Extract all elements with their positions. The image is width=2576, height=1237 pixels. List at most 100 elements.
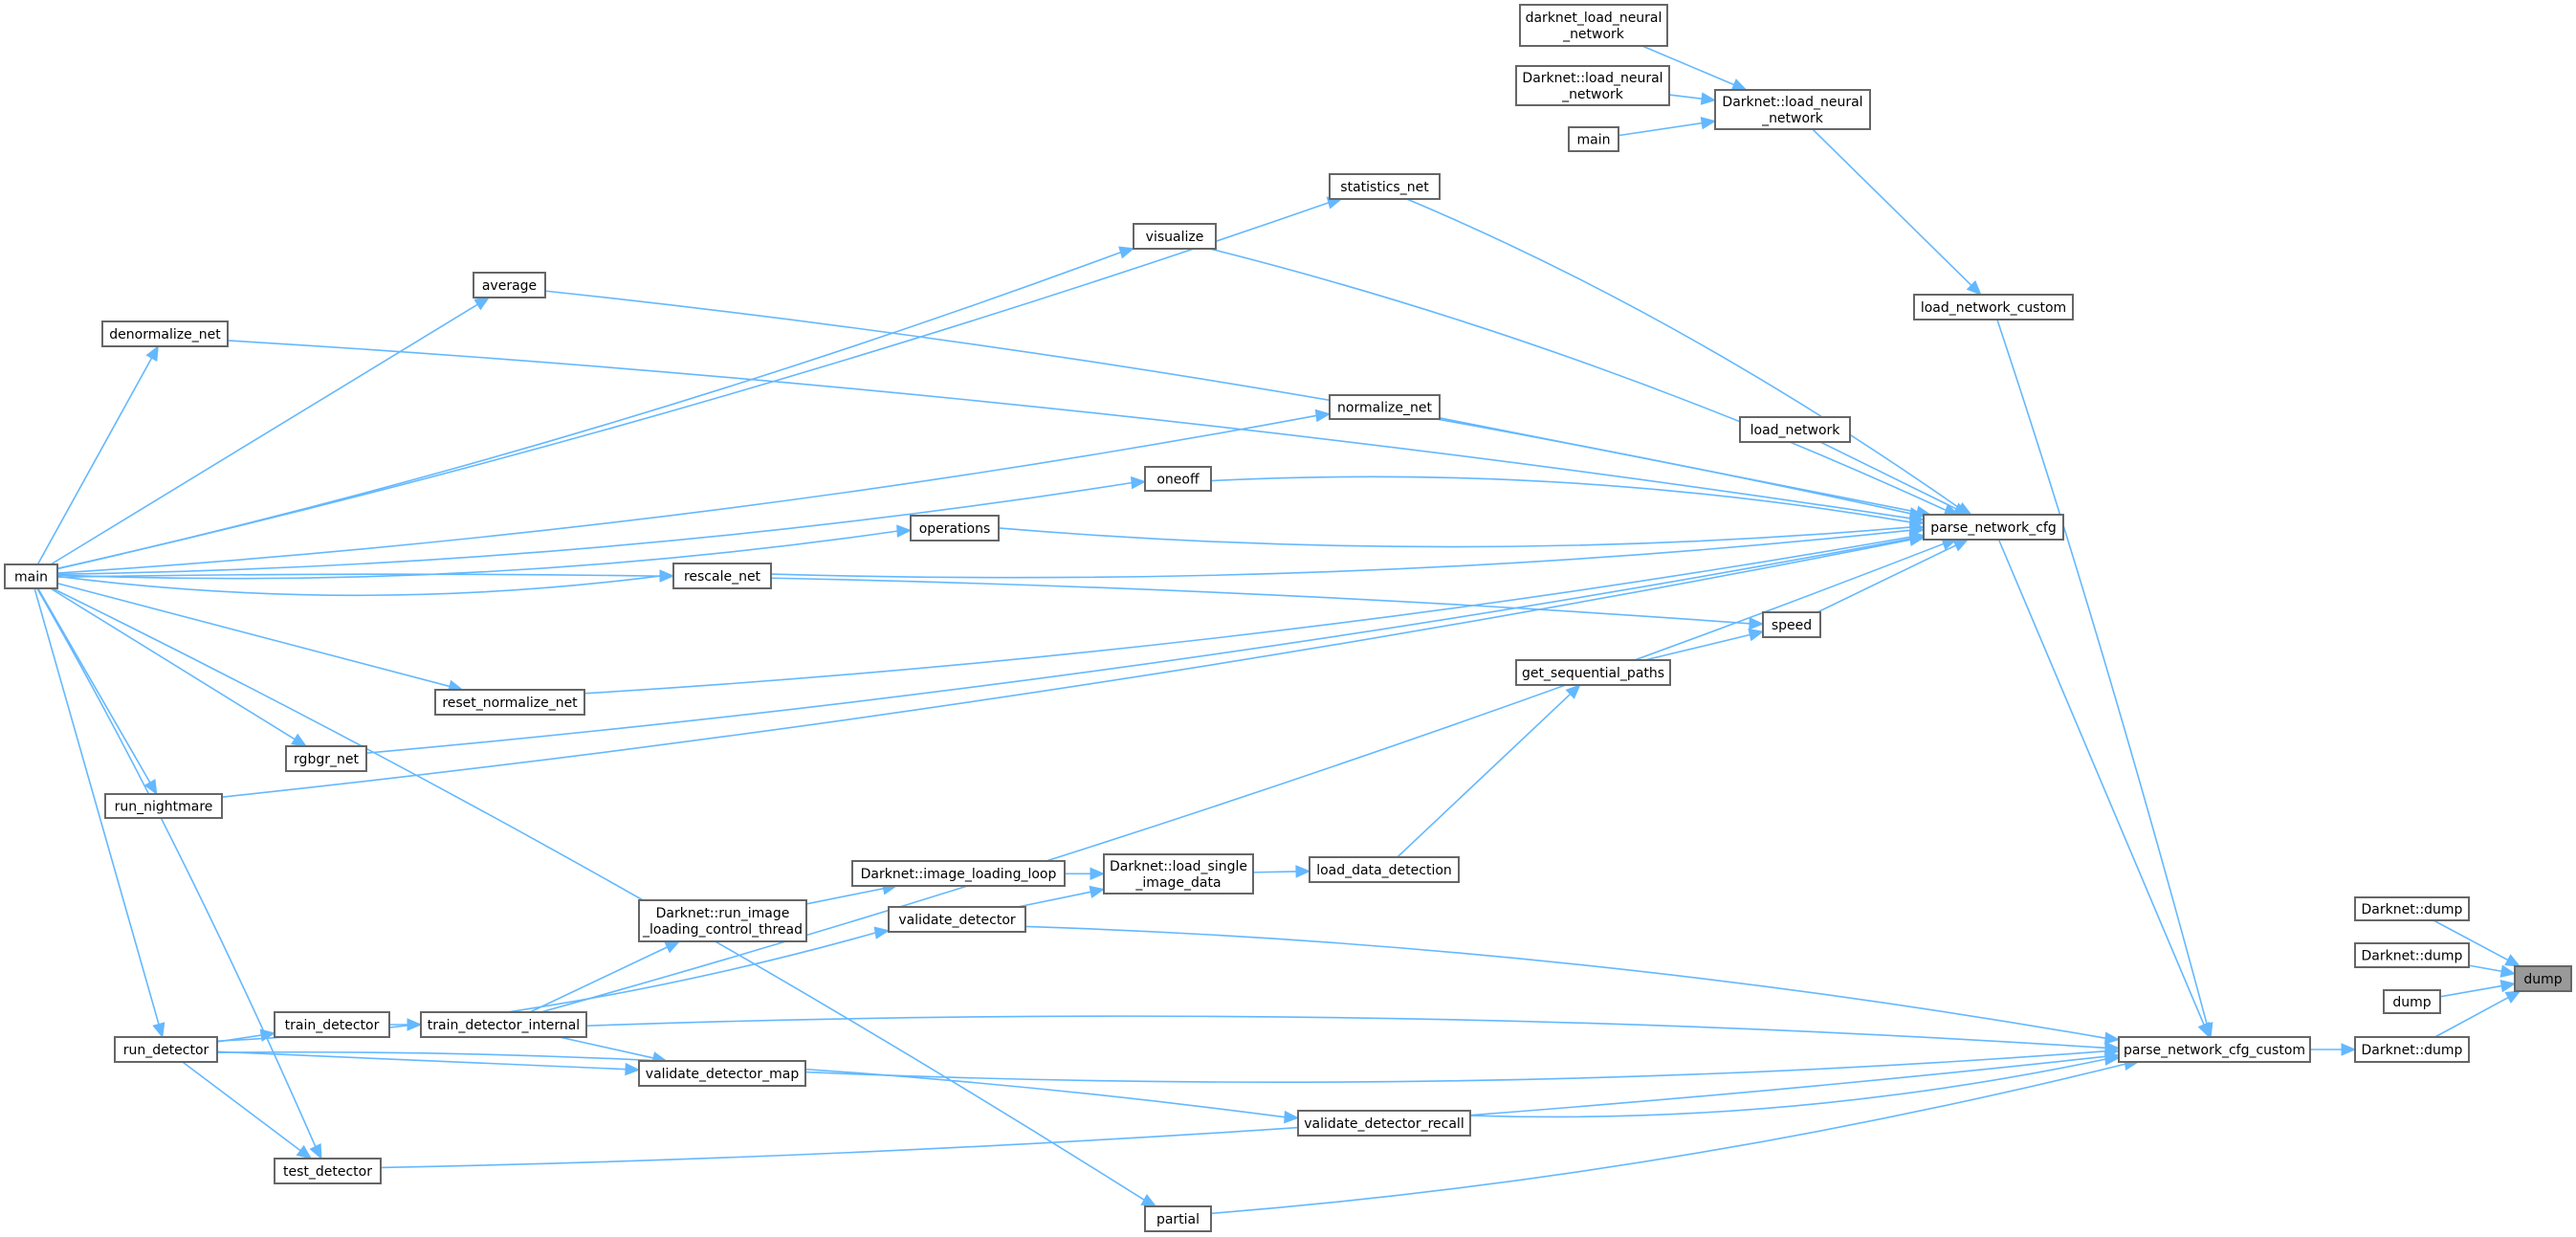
node-normalize-net[interactable]: normalize_net <box>1329 394 1441 420</box>
edge-line <box>56 414 1317 574</box>
arrowhead-icon <box>1908 533 1926 546</box>
arrowhead-icon <box>2504 954 2521 967</box>
node-parse-network-cfg-custom[interactable]: parse_network_cfg_custom <box>2118 1036 2311 1063</box>
arrowhead-icon <box>2197 1022 2211 1039</box>
node-train-detector[interactable]: train_detector <box>274 1011 390 1038</box>
arrowhead-icon <box>1700 92 1717 105</box>
edge-main-to-reset-normalize-net <box>56 582 464 693</box>
edge-line <box>50 303 478 565</box>
arrowhead-icon <box>1565 684 1581 699</box>
edge-validate-detector-to-load-single-image-data <box>1017 885 1106 908</box>
node-validate-detector-recall[interactable]: validate_detector_recall <box>1297 1110 1471 1137</box>
edge-line <box>1819 441 1957 510</box>
edge-line <box>998 526 1911 548</box>
node-load-network[interactable]: load_network <box>1739 416 1851 443</box>
arrowhead-icon <box>2499 964 2517 978</box>
node-train-detector-internal[interactable]: train_detector_internal <box>420 1011 587 1038</box>
edge-line <box>1644 633 1750 661</box>
edge-validate-detector-to-parse-network-cfg-custom <box>1024 925 2121 1045</box>
node-dn-load-neural-network[interactable]: Darknet::load_neural_network <box>1714 89 1871 130</box>
node-oneoff[interactable]: oneoff <box>1144 466 1212 492</box>
node-run-detector[interactable]: run_detector <box>114 1036 218 1063</box>
node-load-network-custom[interactable]: load_network_custom <box>1913 294 2074 320</box>
node-label: get_sequential_paths <box>1522 666 1664 681</box>
node-statistics-net[interactable]: statistics_net <box>1329 173 1441 200</box>
arrowhead-icon <box>873 926 891 939</box>
arrowhead-icon <box>1295 865 1311 878</box>
edge-get-sequential-paths-to-speed <box>1644 629 1765 661</box>
node-average[interactable]: average <box>473 272 546 298</box>
node-label: Darknet::image_loading_loop <box>861 867 1057 882</box>
arrowhead-icon <box>1090 867 1106 881</box>
node-label: statistics_net <box>1340 180 1429 195</box>
edge-line <box>2433 919 2509 961</box>
node-dn-dump-2[interactable]: Darknet::dump <box>2354 942 2470 968</box>
node-dn-load-neural-network-a[interactable]: Darknet::load_neural_network <box>1515 65 1670 106</box>
node-visualize[interactable]: visualize <box>1133 223 1217 250</box>
arrowhead-icon <box>1952 539 1970 552</box>
node-load-single-image-data[interactable]: Darknet::load_single_image_data <box>1103 853 1254 895</box>
node-validate-detector-map[interactable]: validate_detector_map <box>638 1060 806 1087</box>
node-label: denormalize_net <box>109 327 221 342</box>
edge-load-data-detection-to-get-sequential-paths <box>1397 684 1581 858</box>
node-run-image-loading-control-thread[interactable]: Darknet::run_image_loading_control_threa… <box>638 899 807 942</box>
node-box <box>672 563 772 589</box>
edge-line <box>583 536 1911 695</box>
edge-line <box>380 1055 2106 1169</box>
node-main[interactable]: main <box>4 563 58 589</box>
edge-line <box>585 1015 2106 1049</box>
arrowhead-icon <box>1700 117 1717 130</box>
node-label: dump <box>2392 995 2431 1010</box>
edge-line <box>216 1034 262 1043</box>
arrowhead-icon <box>1284 1110 1300 1124</box>
arrowhead-icon <box>407 1018 423 1031</box>
edge-visualize-to-parse-network-cfg <box>1209 248 1960 517</box>
edge-dn-dump-2-to-dump <box>2468 964 2517 978</box>
edge-oneoff-to-parse-network-cfg <box>1210 475 1926 529</box>
edge-main-to-normalize-net <box>56 409 1332 574</box>
edge-line <box>1618 121 1703 137</box>
node-box <box>2354 1036 2470 1063</box>
edge-line <box>1209 248 1947 512</box>
node-validate-detector[interactable]: validate_detector <box>888 906 1026 933</box>
node-image-loading-loop[interactable]: Darknet::image_loading_loop <box>851 860 1066 887</box>
node-get-sequential-paths[interactable]: get_sequential_paths <box>1515 659 1671 686</box>
edge-line <box>1017 891 1091 908</box>
node-partial[interactable]: partial <box>1144 1205 1212 1232</box>
node-rgbgr-net[interactable]: rgbgr_net <box>285 745 367 772</box>
node-box <box>4 563 58 589</box>
node-label: reset_normalize_net <box>442 696 578 711</box>
edge-run-detector-to-test-detector <box>182 1061 313 1160</box>
node-test-detector[interactable]: test_detector <box>274 1158 382 1184</box>
node-box <box>274 1158 382 1184</box>
arrowhead-icon <box>309 1143 322 1160</box>
node-dn-dump-3[interactable]: Darknet::dump <box>2354 1036 2470 1063</box>
edge-denormalize-net-to-parse-network-cfg <box>227 340 1926 525</box>
node-box <box>101 320 229 347</box>
edge-normalize-net-to-parse-network-cfg <box>1439 417 1932 519</box>
node-operations[interactable]: operations <box>910 515 1000 541</box>
node-dump-small[interactable]: dump <box>2383 989 2441 1014</box>
arrowhead-icon <box>1140 1194 1157 1207</box>
node-reset-normalize-net[interactable]: reset_normalize_net <box>434 689 585 716</box>
edge-line <box>227 340 1911 519</box>
node-box <box>1297 1110 1471 1137</box>
arrowhead-icon <box>1314 409 1332 423</box>
edge-line <box>56 575 661 597</box>
node-denormalize-net[interactable]: denormalize_net <box>101 320 229 347</box>
node-darknet-load-neural-network[interactable]: darknet_load_neural_network <box>1519 4 1668 47</box>
node-load-data-detection[interactable]: load_data_detection <box>1309 856 1460 883</box>
edge-line <box>1439 417 1918 514</box>
edge-line <box>1668 94 1703 99</box>
node-parse-network-cfg[interactable]: parse_network_cfg <box>1923 514 2064 541</box>
node-speed[interactable]: speed <box>1762 611 1821 638</box>
node-dn-dump-1[interactable]: Darknet::dump <box>2354 896 2470 921</box>
edge-run-detector-to-train-detector <box>216 1028 276 1043</box>
node-box <box>888 906 1026 933</box>
node-main-top[interactable]: main <box>1568 126 1619 152</box>
node-rescale-net[interactable]: rescale_net <box>672 563 772 589</box>
node-run-nightmare[interactable]: run_nightmare <box>104 793 223 819</box>
node-box <box>1515 659 1671 686</box>
node-box <box>1519 4 1668 47</box>
